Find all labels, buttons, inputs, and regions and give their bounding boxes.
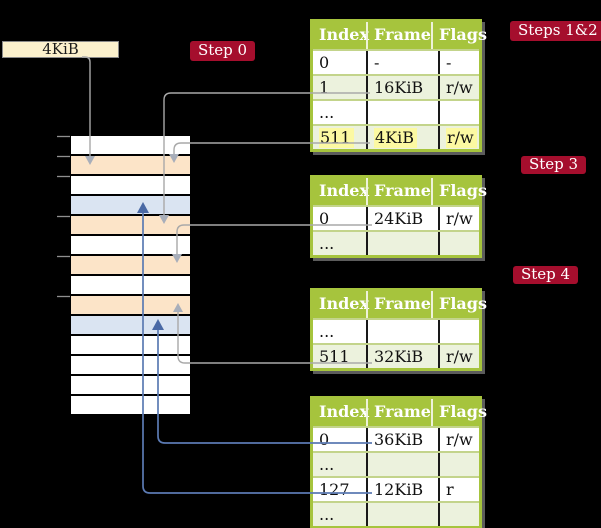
address-tick-marks	[57, 135, 70, 298]
memory-row-white	[71, 136, 190, 156]
table-cell: 0	[319, 430, 330, 449]
badge-step-3: Step 3	[521, 156, 587, 174]
highlighted-value: 4KiB	[374, 128, 418, 148]
memory-row-white	[71, 276, 190, 296]
memory-row-white	[71, 396, 190, 416]
table-cell	[438, 503, 479, 526]
physical-memory-column	[71, 136, 190, 416]
memory-row-orange	[71, 156, 190, 176]
memory-row-white	[71, 236, 190, 256]
table-row: ...	[313, 451, 479, 476]
column-header: Flags	[430, 22, 487, 49]
table-cell: 16KiB	[366, 76, 438, 99]
table-cell	[438, 453, 479, 476]
table-row: ...	[313, 501, 479, 526]
table-cell: -	[438, 51, 479, 74]
column-header: Index	[319, 402, 370, 421]
highlighted-value: 511	[319, 128, 354, 148]
memory-row-white	[71, 176, 190, 196]
memory-row-white	[71, 376, 190, 396]
table-cell: 511	[313, 126, 366, 149]
table-cell: -	[366, 51, 438, 74]
table-cell: 127	[319, 480, 350, 499]
memory-row-orange	[71, 296, 190, 316]
table-row: 0 --	[313, 49, 479, 74]
column-header: Frame	[366, 291, 431, 318]
column-header: Flags	[430, 178, 487, 205]
table-cell: 12KiB	[366, 478, 438, 501]
memory-row-blue	[71, 196, 190, 216]
table-cell: r/w	[438, 345, 479, 368]
table-cell	[438, 320, 479, 343]
table-row: 511 4KiB r/w	[313, 124, 479, 149]
memory-row-white	[71, 336, 190, 356]
memory-row-white	[71, 356, 190, 376]
column-header: Index	[319, 294, 370, 313]
table-cell	[366, 453, 438, 476]
memory-row-orange	[71, 256, 190, 276]
badge-step-0: Step 0	[190, 41, 256, 61]
table-cell: 24KiB	[366, 207, 438, 230]
table-cell: ...	[319, 234, 335, 253]
table-row: ...	[313, 99, 479, 124]
column-header: Frame	[366, 22, 431, 49]
column-header: Flags	[430, 291, 487, 318]
table-cell: r	[438, 478, 479, 501]
badge-step-4: Step 4	[513, 266, 579, 284]
table-row: ...	[313, 230, 479, 255]
table-cell: r/w	[438, 428, 479, 451]
table-cell: ...	[319, 322, 335, 341]
table-cell: 32KiB	[366, 345, 438, 368]
table-cell: r/w	[438, 76, 479, 99]
table-cell: 511	[319, 347, 350, 366]
table-cell: r/w	[438, 126, 479, 149]
memory-row-orange	[71, 216, 190, 236]
table-cell	[366, 101, 438, 124]
table-cell	[438, 232, 479, 255]
column-header: Frame	[366, 399, 431, 426]
page-size-box: 4KiB	[2, 41, 119, 58]
column-header: Flags	[430, 399, 487, 426]
table-row: ...	[313, 318, 479, 343]
table-cell: 4KiB	[366, 126, 438, 149]
table-cell	[366, 503, 438, 526]
table-cell	[438, 101, 479, 124]
table-cell: 0	[319, 209, 330, 228]
column-header: Index	[319, 181, 370, 200]
memory-row-blue	[71, 316, 190, 336]
table-cell: ...	[319, 103, 335, 122]
table-cell: ...	[319, 455, 335, 474]
table-cell: 0	[319, 53, 330, 72]
table-cell	[366, 320, 438, 343]
table-cell: 1	[319, 78, 330, 97]
badge-steps-1-2: Steps 1&2	[510, 21, 601, 41]
table-cell: 36KiB	[366, 428, 438, 451]
table-cell: ...	[319, 505, 335, 524]
table-cell: r/w	[438, 207, 479, 230]
highlighted-value: r/w	[446, 128, 477, 148]
column-header: Index	[319, 25, 370, 44]
column-header: Frame	[366, 178, 431, 205]
table-cell	[366, 232, 438, 255]
